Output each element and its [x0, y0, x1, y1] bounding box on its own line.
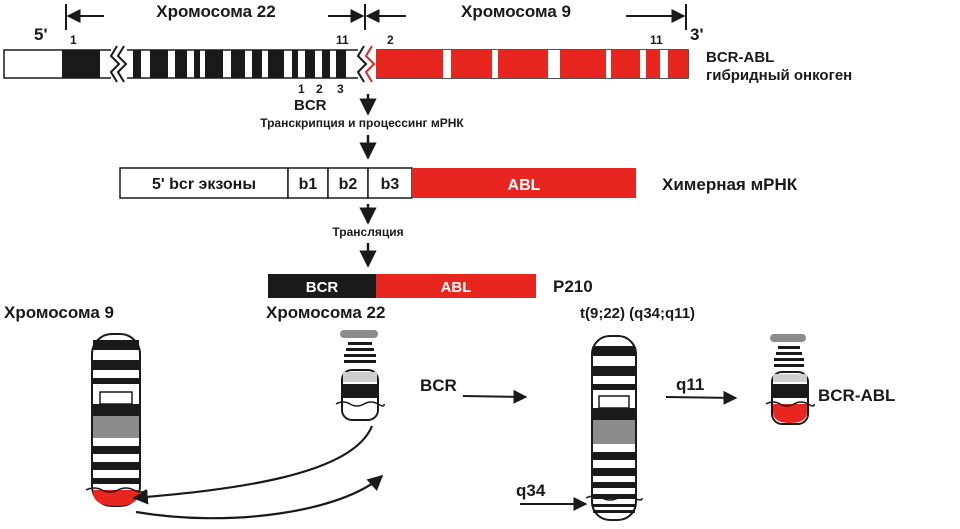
gene-map: Хромосома 22 Хромосома 9 5' 3' 1 11 2 11: [3, 2, 852, 96]
mrna-abl-label: ABL: [508, 177, 541, 194]
protein-bcr-label: BCR: [306, 279, 339, 296]
translation-label: Трансляция: [332, 225, 403, 239]
flow-bcr-label: BCR: [294, 97, 327, 114]
arrow-to-derivative-9: [462, 389, 528, 404]
chr9-span-label: Хромосома 9: [461, 2, 571, 21]
exon-11-right-label: 11: [650, 33, 663, 47]
translocation-label: t(9;22) (q34;q11): [580, 305, 695, 322]
translocation-arrow-up: [135, 474, 384, 520]
protein-name-label: P210: [553, 277, 593, 296]
karyotype-q11-label: q11: [676, 375, 704, 394]
arrow-to-philadelphia: [665, 390, 738, 405]
protein-abl-label: ABL: [441, 279, 472, 296]
chromosome-22-normal: [335, 330, 385, 421]
translation-step: Трансляция: [332, 204, 404, 268]
karyotype-chr22-label: Хромосома 22: [266, 303, 385, 322]
bcr-exon-2-label: 2: [316, 82, 323, 96]
karyotype-chr9-label: Хромосома 9: [4, 303, 114, 322]
exon-1-label: 1: [70, 33, 77, 47]
chr22-span-label: Хромосома 22: [156, 2, 275, 21]
hybrid-oncogene-title: BCR-ABL: [706, 49, 774, 66]
exon-2-label: 2: [387, 33, 394, 47]
chromosome-9-derivative: [585, 335, 643, 521]
chromosome-9-normal: [85, 333, 147, 507]
exon-11-left-label: 11: [336, 33, 349, 47]
mrna-title: Химерная мРНК: [662, 175, 798, 194]
p210-protein: BCR ABL P210: [268, 274, 593, 298]
karyotype: Хромосома 9 Хромосома 22 t(9;22) (q34;q1…: [4, 303, 895, 521]
bcr-abl-gene-bar: [3, 45, 689, 83]
transcription-label: Транскрипция и процессинг мРНК: [260, 116, 464, 130]
mrna-b2-label: b2: [339, 176, 358, 193]
transcription-step: BCR Транскрипция и процессинг мРНК: [260, 94, 464, 160]
karyotype-bcr-abl-label: BCR-ABL: [818, 386, 895, 405]
mrna-b3-label: b3: [381, 176, 400, 193]
chromosome-22-philadelphia: [765, 334, 815, 425]
chimeric-mrna: 5' bcr экзоны b1 b2 b3 ABL Химерная мРНК: [119, 167, 798, 199]
mrna-exons-label: 5' bcr экзоны: [152, 176, 256, 193]
karyotype-bcr-label: BCR: [420, 376, 457, 395]
hybrid-oncogene-subtitle: гибридный онкоген: [706, 67, 852, 84]
translocation-arrow-down: [132, 425, 374, 505]
three-prime-label: 3': [690, 25, 704, 44]
karyotype-q34-label: q34: [516, 481, 546, 500]
bcr-exon-3-label: 3: [337, 82, 344, 96]
mrna-b1-label: b1: [299, 176, 318, 193]
bcr-exon-1-label: 1: [298, 82, 305, 96]
five-prime-label: 5': [34, 25, 48, 44]
